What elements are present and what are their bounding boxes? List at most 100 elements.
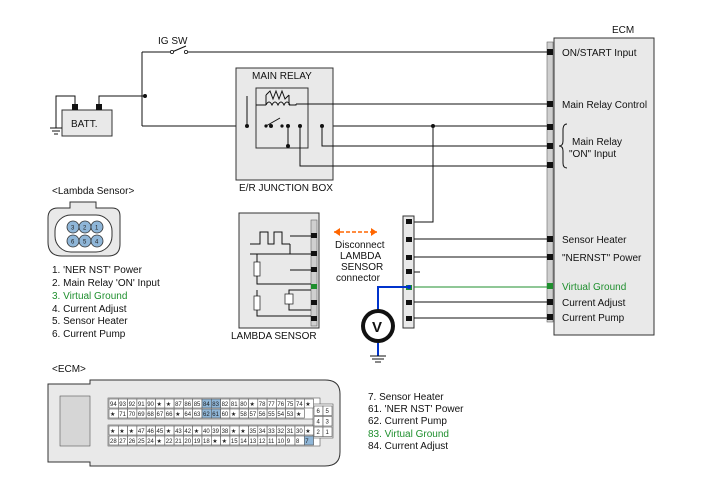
ecm-grid-label: 55 [268, 412, 275, 418]
ecm-pin-on-start [547, 49, 553, 55]
ecm-label-main-relay-control: Main Relay Control [562, 100, 647, 111]
ecm-grid-label: 77 [268, 402, 275, 408]
ecm-grid-label: 78 [259, 402, 266, 408]
ecm-grid-label: 54 [277, 412, 284, 418]
ecm-grid-label: 86 [184, 402, 191, 408]
ecm-grid-label: 80 [240, 402, 247, 408]
ecm-grid-cell [294, 408, 305, 419]
harness-wiring [414, 238, 547, 319]
power-wiring [107, 45, 547, 127]
connector-pin-4: 4 [95, 240, 99, 246]
ecm-grid-label: 11 [268, 439, 275, 445]
lambda-pin-1: 1. 'NER NST' Power [52, 265, 143, 276]
ecm-grid-cell [303, 425, 314, 436]
ecm-connector-strip [546, 41, 554, 323]
ecm-brace [558, 123, 568, 169]
battery-label: BATT. [71, 119, 97, 130]
ecm-label-virtual-ground: Virtual Ground [562, 282, 626, 293]
ecm-label-sensor-heater: Sensor Heater [562, 235, 627, 246]
ecm-grid-label: 20 [184, 439, 191, 445]
ecm-grid-label: ★ [129, 428, 134, 435]
ecm-grid-label: 9 [287, 439, 291, 445]
voltmeter-symbol: V [372, 319, 382, 336]
ecm-pin-virtual-ground [547, 283, 553, 289]
ecm-grid-label: 7 [305, 439, 309, 445]
ecm-pins [547, 49, 553, 320]
ecm-pin-nernst-power [547, 254, 553, 260]
ecm-pin-sensor-heater [547, 236, 553, 242]
ecm-grid-label: 14 [240, 439, 247, 445]
main-relay-label: MAIN RELAY [252, 71, 312, 82]
relay-wiring [245, 96, 547, 223]
voltmeter [361, 285, 411, 363]
ecm-side-label: 1 [326, 430, 330, 436]
disconnect-line-2: LAMBDA [340, 251, 381, 262]
ecm-grid-label: 42 [184, 429, 191, 435]
ecm-grid-label: 33 [268, 429, 275, 435]
ecm-pin-current-pump [547, 314, 553, 320]
ecm-grid-label: 53 [287, 412, 294, 418]
ecm-grid-label: 63 [194, 412, 201, 418]
ecm-connector-title: <ECM> [52, 364, 86, 375]
main-relay [255, 87, 309, 149]
ecm-grid-label: ★ [119, 428, 124, 435]
ecm-grid-label: ★ [157, 401, 162, 408]
ecm-grid-label: ★ [110, 411, 115, 418]
ecm-connector-face [47, 379, 341, 467]
ecm-grid-label: ★ [231, 428, 236, 435]
ecm-grid-label: 87 [175, 402, 182, 408]
connector-pin-1: 1 [95, 226, 99, 232]
ecm-grid-label: 75 [287, 402, 294, 408]
ecm-grid-label: ★ [231, 411, 236, 418]
ecm-title: ECM [612, 25, 634, 36]
ecm-pin-main-relay-on-1 [547, 124, 553, 130]
ecm-side-label: 5 [326, 409, 330, 415]
lambda-sensor-title: <Lambda Sensor> [52, 186, 134, 197]
ecm-grid-label: ★ [110, 428, 115, 435]
ecm-grid-label: 61 [212, 412, 219, 418]
connector-pin-6: 6 [71, 240, 75, 246]
ecm-grid-label: 58 [240, 412, 247, 418]
ecm-side-label: 2 [317, 430, 321, 436]
ecm-pin-main-relay-on-3 [547, 162, 553, 168]
junction-box-label: E/R JUNCTION BOX [239, 183, 333, 194]
ecm-connector-pin-61: 61. 'NER NST' Power [368, 404, 464, 415]
ecm-grid-label: 47 [138, 429, 145, 435]
ecm-grid-label: 94 [110, 402, 117, 408]
ecm-grid-label: 62 [203, 412, 210, 418]
ecm-label-nernst-power: "NERNST" Power [562, 253, 642, 264]
ecm-grid-label: 38 [222, 429, 229, 435]
ecm-grid-label: 25 [138, 439, 145, 445]
ecm-grid-cell [303, 398, 314, 409]
ecm-connector-pin-7: 7. Sensor Heater [368, 392, 444, 403]
ecm-connector-pin-84: 84. Current Adjust [368, 441, 448, 452]
ecm-grid-label: 85 [194, 402, 201, 408]
ecm-grid-label: 64 [184, 412, 191, 418]
ecm-grid-label: 68 [147, 412, 154, 418]
ecm-grid-label: 21 [175, 439, 182, 445]
ecm-label-current-adjust: Current Adjust [562, 298, 626, 309]
ecm-label-on-start: ON/START Input [562, 48, 637, 59]
ecm-grid-label: 43 [175, 429, 182, 435]
ecm-side-label: 4 [317, 420, 321, 426]
lambda-connector-strip [310, 219, 318, 327]
ecm-grid-label: 81 [231, 402, 238, 408]
ecm-label-main-relay-on-input: "ON" Input [569, 149, 616, 160]
ecm-pin-current-adjust [547, 299, 553, 305]
ecm-grid-label: 84 [203, 402, 210, 408]
ecm-side-cell [322, 416, 333, 427]
ecm-grid-label: 82 [222, 402, 229, 408]
ecm-side-cell [322, 426, 333, 437]
ecm-grid-label: ★ [175, 411, 180, 418]
junction-box [235, 67, 334, 181]
ecm-grid-label: 10 [277, 439, 284, 445]
disconnect-line-3: SENSOR [341, 262, 383, 273]
ecm-grid-label: ★ [194, 428, 199, 435]
ecm-grid-label: 76 [277, 402, 284, 408]
connector-pin-5: 5 [83, 240, 87, 246]
ecm-box [553, 37, 655, 336]
ecm-grid-label: 74 [296, 402, 303, 408]
ecm-grid-label: 45 [157, 429, 164, 435]
ecm-grid-label: 30 [296, 429, 303, 435]
